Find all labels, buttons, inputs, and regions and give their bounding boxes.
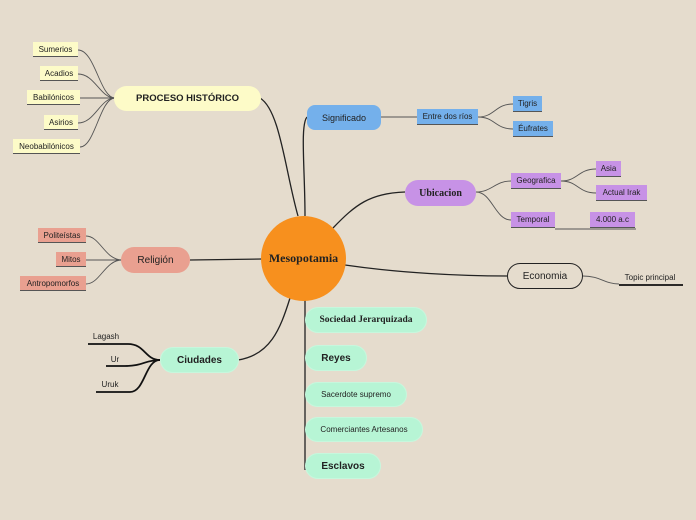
- economia-label: Economia: [522, 270, 568, 282]
- ciudades-item-label: Lagash: [92, 331, 120, 341]
- ubicacion-geografica-label: Geografica: [516, 176, 556, 185]
- religion-node[interactable]: Religión: [121, 247, 190, 273]
- ubicacion-temporal-label: Temporal: [516, 215, 550, 224]
- proceso-item-label: Babilónicos: [33, 92, 74, 102]
- religion-item-label: Politeístas: [43, 230, 81, 240]
- religion-item-politeistas[interactable]: Politeístas: [38, 228, 86, 243]
- significado-sub-entre-dos-rios[interactable]: Entre dos ríos: [417, 109, 478, 125]
- sociedad-item-reyes[interactable]: Reyes: [305, 345, 367, 371]
- significado-sub-label: Entre dos ríos: [422, 112, 473, 121]
- sociedad-item-label: Reyes: [321, 352, 351, 364]
- ubicacion-temporal-value[interactable]: 4.000 a.c: [590, 212, 635, 228]
- central-topic-label: Mesopotamia: [268, 251, 339, 265]
- central-topic[interactable]: Mesopotamia: [261, 216, 346, 301]
- religion-item-antropomorfos[interactable]: Antropomorfos: [20, 276, 86, 291]
- sociedad-item-label: Sacerdote supremo: [321, 390, 391, 399]
- proceso-item-babilonicos[interactable]: Babilónicos: [27, 90, 80, 105]
- ubicacion-geo-item-actual-irak[interactable]: Actual Irak: [596, 185, 647, 201]
- ciudades-item-label: Uruk: [101, 379, 119, 389]
- ubicacion-geo-item-label: Asia: [600, 164, 617, 173]
- significado-item-tigris[interactable]: Tigris: [513, 96, 542, 112]
- significado-node[interactable]: Significado: [307, 105, 381, 130]
- proceso-historico-node[interactable]: PROCESO HISTÓRICO: [114, 86, 261, 111]
- economia-node[interactable]: Economia: [507, 263, 583, 289]
- religion-item-label: Mitos: [61, 254, 81, 264]
- proceso-item-sumerios[interactable]: Sumerios: [33, 42, 78, 57]
- proceso-item-acadios[interactable]: Acadios: [40, 66, 78, 81]
- ciudades-item-ur[interactable]: Ur: [106, 352, 124, 366]
- economia-sub-topic-principal[interactable]: Topic principal: [619, 270, 681, 284]
- sociedad-item-esclavos[interactable]: Esclavos: [305, 453, 381, 479]
- proceso-historico-label: PROCESO HISTÓRICO: [136, 93, 239, 104]
- proceso-item-label: Asirios: [48, 117, 73, 127]
- significado-item-label: Éufrates: [518, 124, 548, 133]
- proceso-item-asirios[interactable]: Asirios: [44, 115, 78, 130]
- ciudades-item-label: Ur: [110, 354, 120, 364]
- ubicacion-geo-item-label: Actual Irak: [602, 188, 641, 197]
- sociedad-item-sacerdote-supremo[interactable]: Sacerdote supremo: [305, 382, 407, 407]
- economia-sub-label: Topic principal: [624, 272, 676, 282]
- proceso-item-neobabilonicos[interactable]: Neobabilónicos: [13, 139, 80, 154]
- proceso-item-label: Sumerios: [38, 44, 73, 54]
- sociedad-label: Sociedad Jerarquizada: [319, 315, 413, 325]
- sociedad-node[interactable]: Sociedad Jerarquizada: [305, 307, 427, 333]
- significado-item-label: Tigris: [517, 99, 538, 108]
- ubicacion-node[interactable]: Ubicacion: [405, 180, 476, 206]
- sociedad-item-label: Esclavos: [321, 460, 365, 472]
- ubicacion-geografica[interactable]: Geografica: [511, 173, 561, 189]
- ubicacion-label: Ubicacion: [419, 187, 462, 199]
- ubicacion-temporal[interactable]: Temporal: [511, 212, 555, 228]
- ciudades-label: Ciudades: [176, 354, 222, 366]
- proceso-item-label: Acadios: [44, 68, 74, 78]
- ciudades-item-lagash[interactable]: Lagash: [88, 329, 124, 343]
- ciudades-node[interactable]: Ciudades: [160, 347, 239, 373]
- sociedad-item-label: Comerciantes Artesanos: [320, 425, 408, 434]
- religion-label: Religión: [137, 254, 174, 266]
- ciudades-item-uruk[interactable]: Uruk: [96, 377, 124, 391]
- significado-item-eufrates[interactable]: Éufrates: [513, 121, 553, 137]
- religion-item-label: Antropomorfos: [26, 278, 80, 288]
- ubicacion-temporal-value-label: 4.000 a.c: [596, 215, 629, 224]
- ubicacion-geo-item-asia[interactable]: Asia: [596, 161, 621, 177]
- religion-item-mitos[interactable]: Mitos: [56, 252, 86, 267]
- significado-label: Significado: [321, 112, 367, 123]
- sociedad-item-comerciantes-artesanos[interactable]: Comerciantes Artesanos: [305, 417, 423, 442]
- proceso-item-label: Neobabilónicos: [19, 141, 74, 151]
